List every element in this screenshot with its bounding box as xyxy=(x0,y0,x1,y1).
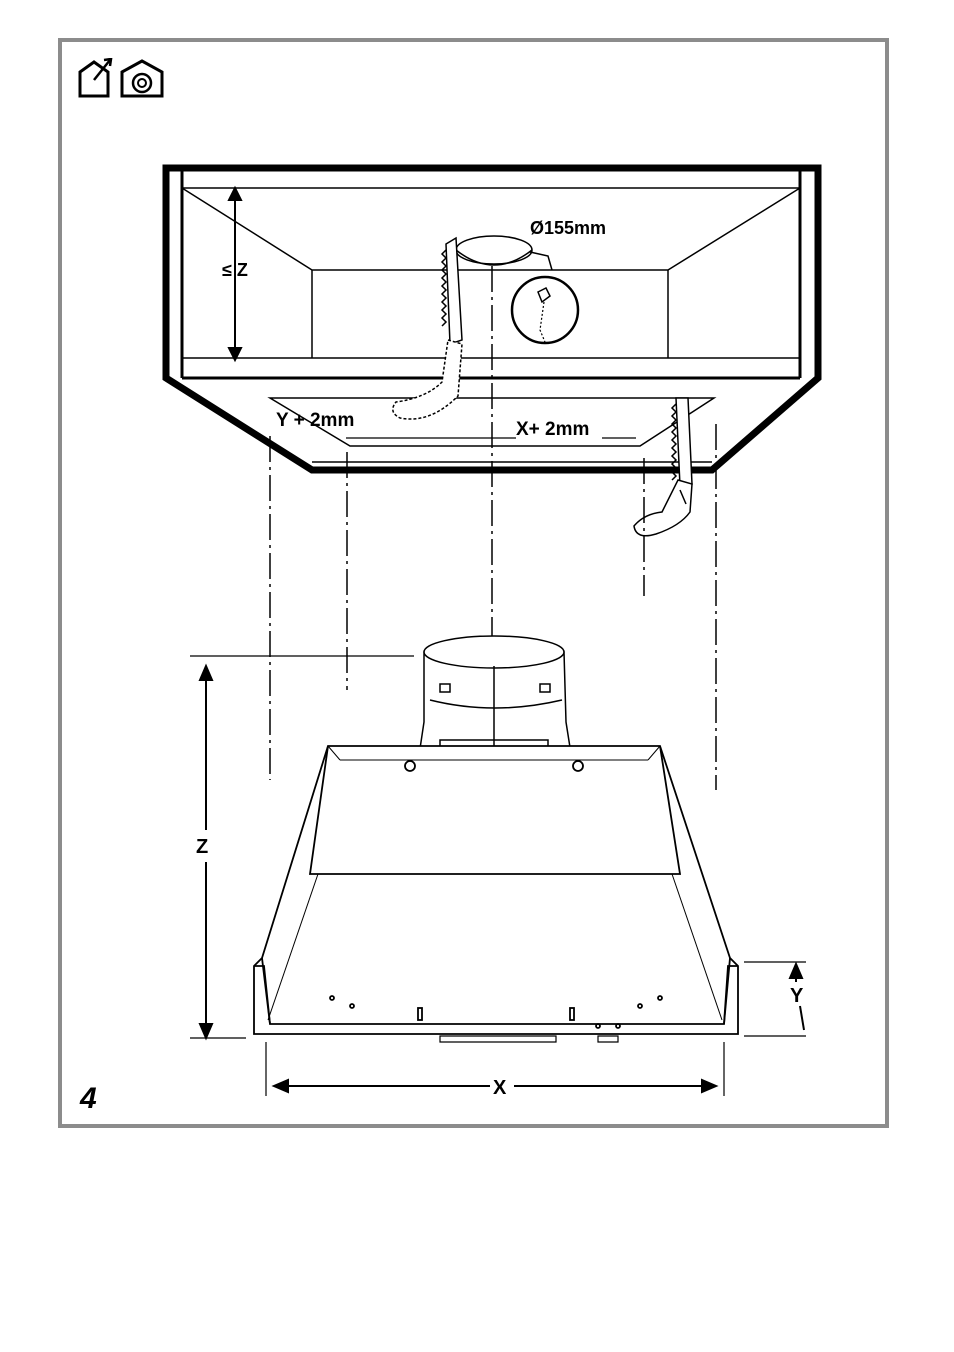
figure-number: 4 xyxy=(80,1082,97,1116)
saw-left xyxy=(393,238,462,419)
duct-hole xyxy=(456,236,532,265)
detail-circle xyxy=(512,277,578,343)
cutout-y-label: Y + 2mm xyxy=(276,410,354,431)
cooker-hood xyxy=(254,746,738,1042)
diameter-leader xyxy=(530,252,552,270)
max-height-label: ≤ Z xyxy=(222,260,248,280)
width-label: X xyxy=(493,1077,507,1099)
diameter-label: Ø155mm xyxy=(530,218,606,238)
cutout-x-label: X+ 2mm xyxy=(516,419,589,440)
depth-label: Y xyxy=(790,985,804,1007)
height-label: Z xyxy=(196,836,208,858)
